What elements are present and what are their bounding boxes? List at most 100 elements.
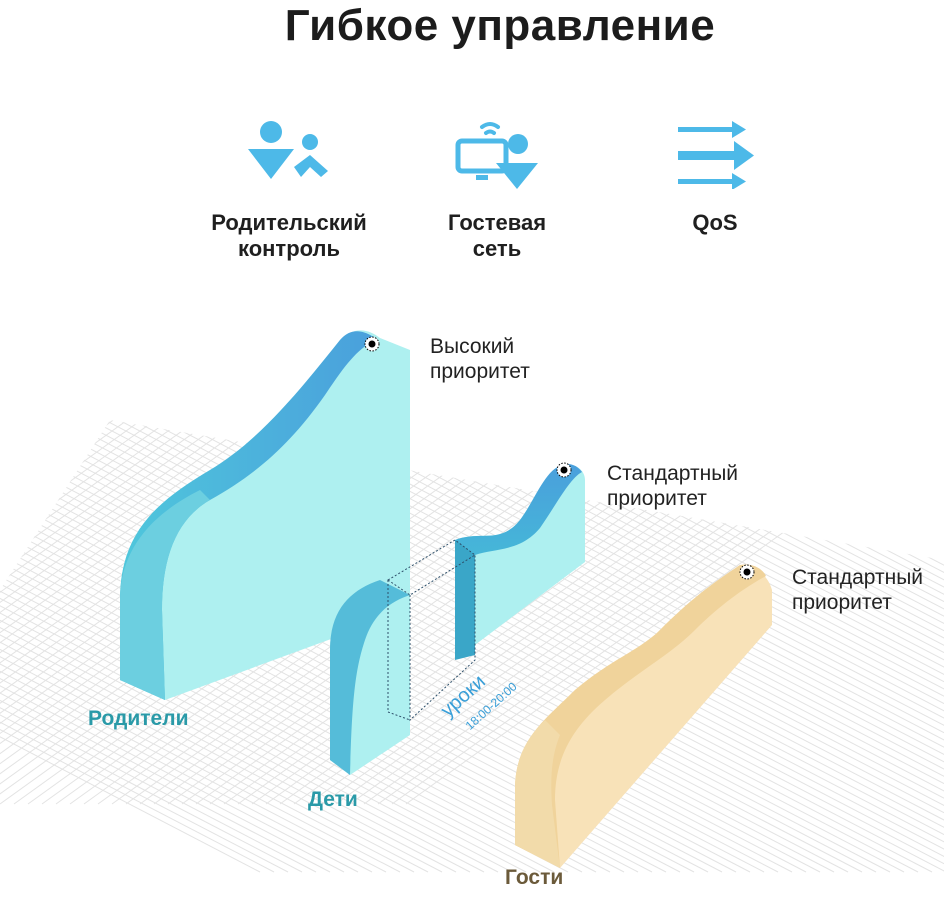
grid-line — [0, 420, 569, 873]
grid-line — [0, 420, 275, 873]
grid-line — [0, 420, 429, 873]
grid-line — [0, 420, 653, 873]
grid-line — [363, 420, 944, 873]
feature-qos: QoS — [600, 118, 830, 236]
grid-line — [0, 420, 667, 873]
bandwidth-illustration: уроки 18:00-20:00 — [0, 300, 944, 896]
grid-line — [0, 420, 345, 873]
grid-line — [349, 420, 944, 873]
parental-control-icon — [248, 121, 328, 179]
grid-line — [335, 420, 944, 805]
illustration-svg: уроки 18:00-20:00 — [0, 330, 944, 873]
grid-line — [41, 420, 944, 873]
grid-line — [55, 420, 944, 873]
grid-line — [97, 420, 799, 805]
grid-line — [293, 420, 944, 873]
grid-line — [111, 420, 944, 873]
grid-line — [0, 420, 415, 873]
grid-line — [279, 420, 944, 873]
feature-label-line2: сеть — [472, 236, 522, 261]
group-label-parents: Родители — [88, 707, 189, 730]
grid-line — [0, 420, 555, 873]
guest-network-icon — [455, 122, 538, 189]
grid-line — [0, 420, 449, 805]
grid-line — [377, 420, 944, 873]
grid-line — [307, 420, 944, 873]
grid-line — [0, 420, 421, 805]
grid-line — [0, 420, 485, 873]
priority-line1: Высокий — [430, 335, 515, 358]
grid-line — [0, 420, 639, 873]
parents-wave — [120, 330, 410, 700]
feature-parental-control: Родительский контроль — [174, 118, 404, 262]
qos-arrows-icon — [678, 121, 754, 189]
grid-line — [0, 420, 379, 805]
group-label-kids: Дети — [308, 788, 358, 811]
grid-line — [0, 420, 435, 805]
grid-line — [0, 420, 541, 873]
kids-wave — [330, 463, 585, 775]
grid-line — [0, 420, 471, 873]
priority-label-high: Высокий приоритет — [430, 334, 530, 384]
grid-line — [391, 420, 944, 805]
grid-line — [125, 420, 944, 873]
grid-line — [349, 420, 944, 805]
grid-line — [139, 420, 944, 873]
grid-line — [377, 420, 944, 805]
grid-line — [0, 420, 317, 873]
grid-line — [307, 420, 944, 805]
grid-line — [153, 420, 944, 873]
feature-label-line1: QoS — [692, 210, 738, 235]
grid-line — [0, 420, 261, 873]
grid-line — [0, 420, 303, 873]
grid-line — [391, 420, 944, 873]
grid-line — [13, 420, 944, 873]
grid-line — [0, 420, 944, 873]
grid-line — [0, 420, 527, 873]
lessons-time-window — [387, 539, 476, 722]
priority-line2: приоритет — [607, 487, 707, 510]
grid-line — [223, 420, 944, 873]
guests-wave — [515, 564, 772, 868]
grid-line — [0, 420, 387, 873]
priority-line2: приоритет — [792, 591, 892, 614]
grid-line — [0, 420, 443, 873]
grid-line — [251, 420, 944, 873]
grid-line — [0, 420, 373, 873]
grid-line — [405, 420, 944, 805]
grid-line — [0, 420, 513, 873]
grid-line — [265, 420, 944, 873]
grid-line — [321, 420, 944, 873]
grid-line — [69, 420, 944, 873]
feature-label-line1: Родительский — [211, 210, 367, 235]
grid-line — [0, 420, 359, 873]
grid-line — [0, 420, 457, 873]
grid-line — [0, 420, 944, 873]
grid-line — [0, 420, 331, 873]
grid-line — [0, 420, 499, 873]
grid-line — [0, 420, 583, 873]
grid-line — [27, 420, 944, 873]
priority-line2: приоритет — [430, 360, 530, 383]
feature-guest-network: Гостевая сеть — [382, 118, 612, 262]
priority-label-guests: Стандартный приоритет — [792, 565, 923, 615]
grid-line — [335, 420, 944, 873]
priority-line1: Стандартный — [792, 566, 924, 589]
grid-line — [0, 420, 393, 805]
grid-line — [0, 420, 407, 805]
group-label-guests: Гости — [505, 866, 564, 889]
feature-label-line1: Гостевая — [447, 210, 547, 235]
grid-line — [0, 420, 463, 805]
grid-line — [0, 420, 401, 873]
grid-line — [0, 420, 477, 805]
grid-line — [0, 420, 611, 873]
grid-line — [363, 420, 944, 805]
priority-label-kids: Стандартный приоритет — [607, 461, 738, 511]
grid-line — [97, 420, 944, 873]
grid-line — [0, 420, 29, 805]
grid-line — [321, 420, 944, 805]
priority-line1: Стандартный — [607, 462, 739, 485]
page-title: Гибкое управление — [284, 1, 716, 50]
feature-label-line2: контроль — [237, 236, 341, 261]
grid-line — [83, 420, 944, 873]
